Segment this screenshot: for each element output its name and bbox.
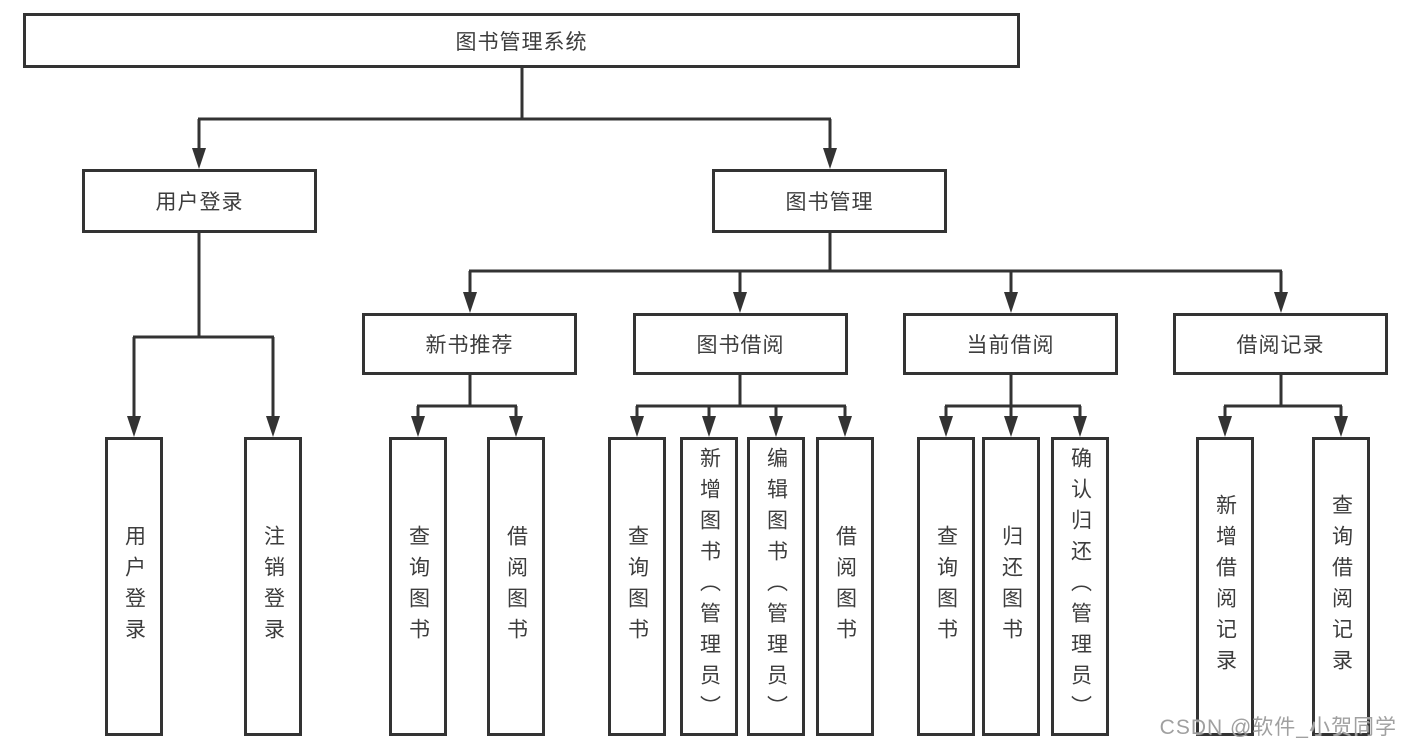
leaf-add-books-admin: 新增图书（管理员） [680, 437, 738, 736]
leaf-edit-books-admin: 编辑图书（管理员） [747, 437, 805, 736]
node-label: 借阅图书 [504, 524, 528, 649]
node-label: 图书借阅 [696, 334, 785, 357]
leaf-borrow-books-recommend: 借阅图书 [487, 437, 545, 736]
node-label: 确认归还（管理员） [1068, 447, 1092, 726]
node-book-borrow: 图书借阅 [633, 313, 848, 375]
node-label: 编辑图书（管理员） [764, 447, 788, 726]
leaf-user-login: 用户登录 [105, 437, 163, 736]
leaf-return-books: 归还图书 [982, 437, 1040, 736]
node-label: 新书推荐 [425, 334, 514, 357]
node-label: 查询图书 [934, 524, 958, 649]
node-label: 新增图书（管理员） [697, 447, 721, 726]
leaf-query-books-current: 查询图书 [917, 437, 975, 736]
node-borrow-records: 借阅记录 [1173, 313, 1388, 375]
leaf-borrow-books: 借阅图书 [816, 437, 874, 736]
node-label: 借阅记录 [1236, 334, 1325, 357]
leaf-query-books-recommend: 查询图书 [389, 437, 447, 736]
node-label: 用户登录 [122, 524, 146, 649]
node-label: 查询图书 [406, 524, 430, 649]
node-library-management-system: 图书管理系统 [23, 13, 1020, 68]
node-label: 图书管理 [785, 191, 874, 214]
node-current-borrow: 当前借阅 [903, 313, 1118, 375]
node-new-book-recommend: 新书推荐 [362, 313, 577, 375]
csdn-watermark: CSDN @软件_小贺同学 [1159, 716, 1397, 739]
node-user-login: 用户登录 [82, 169, 317, 233]
node-label: 注销登录 [261, 524, 285, 649]
node-label: 查询借阅记录 [1329, 493, 1353, 680]
node-label: 用户登录 [155, 191, 244, 214]
node-label: 查询图书 [625, 524, 649, 649]
node-label: 当前借阅 [966, 334, 1055, 357]
leaf-confirm-return-admin: 确认归还（管理员） [1051, 437, 1109, 736]
leaf-query-borrow-record: 查询借阅记录 [1312, 437, 1370, 736]
leaf-logout: 注销登录 [244, 437, 302, 736]
leaf-add-borrow-record: 新增借阅记录 [1196, 437, 1254, 736]
leaf-query-books-borrow: 查询图书 [608, 437, 666, 736]
node-label: 图书管理系统 [455, 30, 588, 54]
node-label: 归还图书 [999, 524, 1023, 649]
node-label: 新增借阅记录 [1213, 493, 1237, 680]
node-book-management: 图书管理 [712, 169, 947, 233]
node-label: 借阅图书 [833, 524, 857, 649]
